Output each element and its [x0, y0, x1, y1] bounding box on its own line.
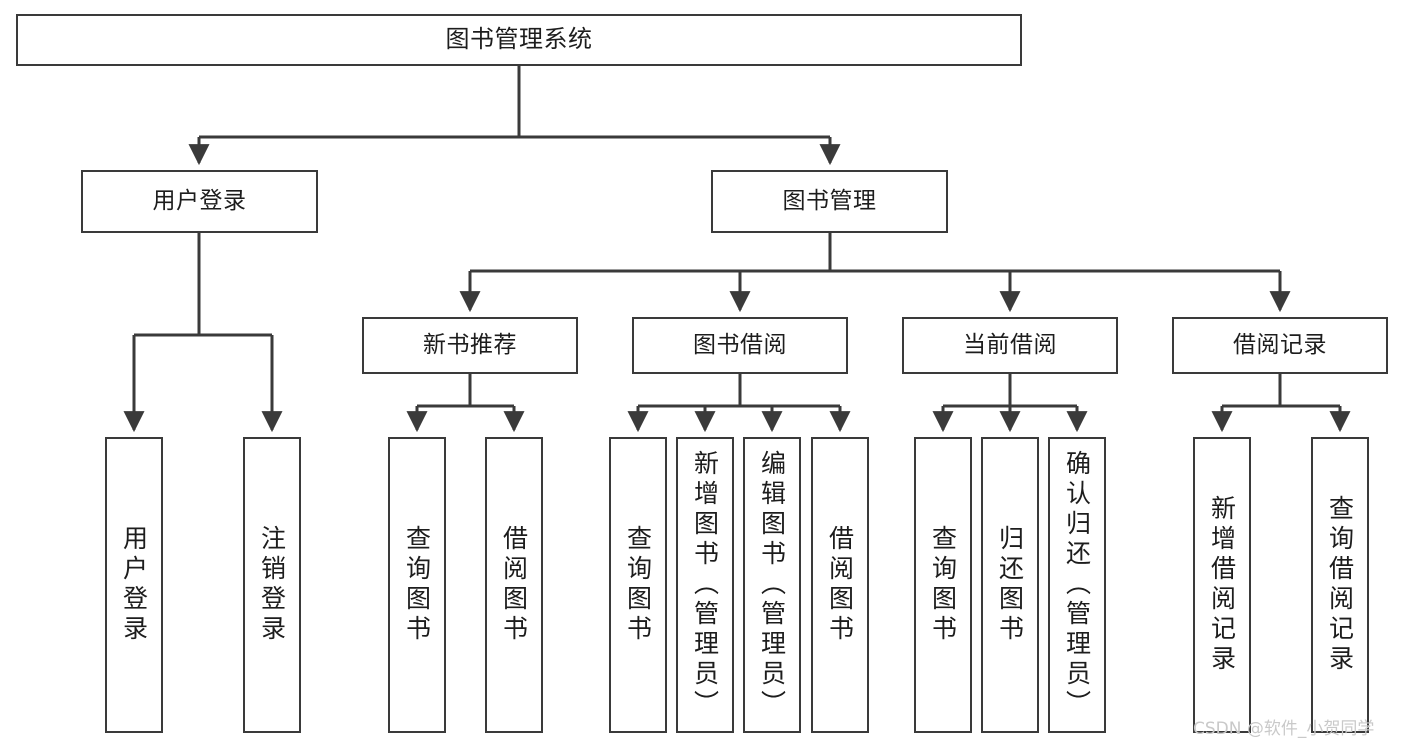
leaf-book-borrow-query-book[interactable]: 查询图书 [609, 437, 667, 733]
node-label: 图书借阅 [693, 332, 787, 359]
leaf-borrow-record-query-record[interactable]: 查询借阅记录 [1311, 437, 1369, 733]
node-label: 查询图书 [402, 525, 432, 645]
node-label: 用户登录 [152, 188, 247, 215]
leaf-book-borrow-edit-book-admin[interactable]: 编辑图书（管理员） [743, 437, 801, 733]
leaf-book-borrow-borrow-book[interactable]: 借阅图书 [811, 437, 869, 733]
node-label: 借阅记录 [1233, 332, 1327, 359]
leaf-new-book-borrow-book[interactable]: 借阅图书 [485, 437, 543, 733]
node-new-book-recommend[interactable]: 新书推荐 [362, 317, 578, 374]
node-label: 注销登录 [257, 525, 287, 645]
node-label: 新增借阅记录 [1207, 495, 1237, 675]
node-label: 借阅图书 [825, 525, 855, 645]
node-borrow-record[interactable]: 借阅记录 [1172, 317, 1388, 374]
node-user-login[interactable]: 用户登录 [81, 170, 318, 233]
leaf-current-borrow-confirm-return-admin[interactable]: 确认归还（管理员） [1048, 437, 1106, 733]
leaf-current-borrow-query-book[interactable]: 查询图书 [914, 437, 972, 733]
node-label: 查询借阅记录 [1325, 495, 1355, 675]
node-current-borrow[interactable]: 当前借阅 [902, 317, 1118, 374]
node-label: 当前借阅 [963, 332, 1057, 359]
node-label: 查询图书 [623, 525, 653, 645]
node-label: 归还图书 [995, 525, 1025, 645]
node-label: 查询图书 [928, 525, 958, 645]
leaf-user-login-login[interactable]: 用户登录 [105, 437, 163, 733]
leaf-user-login-logout[interactable]: 注销登录 [243, 437, 301, 733]
leaf-borrow-record-add-record[interactable]: 新增借阅记录 [1193, 437, 1251, 733]
node-label: 确认归还（管理员） [1062, 450, 1092, 720]
node-label: 用户登录 [119, 525, 149, 645]
leaf-new-book-query-book[interactable]: 查询图书 [388, 437, 446, 733]
node-book-borrow[interactable]: 图书借阅 [632, 317, 848, 374]
node-label: 图书管理 [782, 188, 877, 215]
node-label: 借阅图书 [499, 525, 529, 645]
node-label: 编辑图书（管理员） [757, 450, 787, 720]
node-root-book-management-system[interactable]: 图书管理系统 [16, 14, 1022, 66]
leaf-current-borrow-return-book[interactable]: 归还图书 [981, 437, 1039, 733]
node-label: 图书管理系统 [445, 25, 593, 54]
node-book-management[interactable]: 图书管理 [711, 170, 948, 233]
leaf-book-borrow-add-book-admin[interactable]: 新增图书（管理员） [676, 437, 734, 733]
node-label: 新增图书（管理员） [690, 450, 720, 720]
node-label: 新书推荐 [423, 332, 517, 359]
